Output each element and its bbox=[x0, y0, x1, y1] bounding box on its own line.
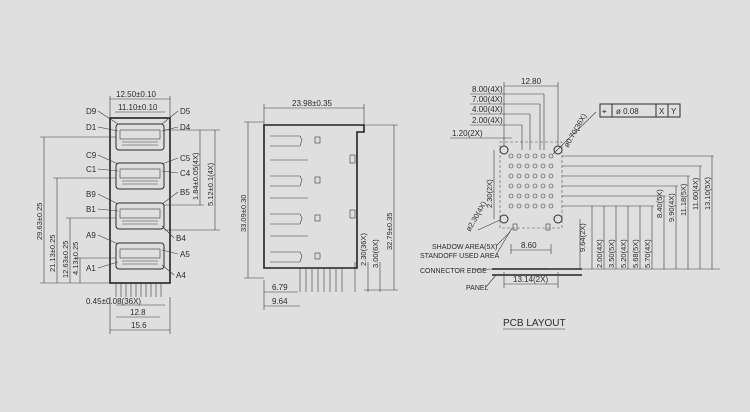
side-view-pins bbox=[299, 262, 356, 292]
side-dim-peg-length: 3.00(6X) bbox=[371, 239, 380, 268]
pcb-tolerance-value: ø 0.08 bbox=[616, 107, 639, 116]
pin-label-b5: B5 bbox=[180, 188, 190, 197]
pin-label-a1: A1 bbox=[86, 264, 96, 273]
front-dim-pin-width: 0.45±0.08(36X) bbox=[86, 297, 141, 306]
pcb-shadow-area bbox=[499, 141, 563, 229]
side-dim-depth: 23.98±0.35 bbox=[292, 99, 333, 108]
pcb-tolerance-ref-y: Y bbox=[671, 107, 677, 116]
pcb-dim-13-10: 13.10(5X) bbox=[703, 177, 712, 210]
front-dim-port-height: 5.12±0.1(4X) bbox=[206, 162, 215, 206]
pcb-dim-peg-diameter: ø2.30(4X) bbox=[464, 199, 489, 233]
pin-label-b9: B9 bbox=[86, 190, 96, 199]
pcb-layout-title: PCB LAYOUT bbox=[503, 318, 566, 329]
pin-label-c5: C5 bbox=[180, 154, 191, 163]
pcb-dim-11-60: 11.60(4X) bbox=[691, 177, 700, 210]
pcb-dim-9-90: 9.90(4X) bbox=[667, 193, 676, 222]
side-dim-pin-offset: 9.64 bbox=[272, 297, 288, 306]
pcb-dim-5-20: 5.20(4X) bbox=[619, 239, 628, 268]
side-dim-pin-length: 2.30(36X) bbox=[359, 233, 368, 266]
pin-label-a5: A5 bbox=[180, 250, 190, 259]
pcb-dim-9-64: 9.64(2X) bbox=[578, 223, 587, 252]
pcb-dim-8-40: 8.40(5X) bbox=[655, 189, 664, 218]
pcb-dim-8-60: 8.60 bbox=[521, 241, 537, 250]
front-dim-width-inner: 11.10±0.10 bbox=[118, 103, 158, 112]
front-port-a bbox=[115, 242, 165, 270]
front-view-body bbox=[109, 117, 171, 284]
pin-label-d1: D1 bbox=[86, 123, 97, 132]
pin-label-d9: D9 bbox=[86, 107, 97, 116]
front-dim-pitch: 1.84±0.05(4X) bbox=[191, 152, 200, 200]
front-dim-total-width: 15.6 bbox=[131, 321, 147, 330]
label-standoff-area: STANDOFF USED AREA bbox=[420, 253, 500, 260]
side-view: 23.98±0.35 33.09±0.30 32.79±0.35 2.30(36… bbox=[239, 99, 398, 310]
position-tolerance-icon: ⌖ bbox=[602, 107, 607, 116]
pcb-dim-7-00: 7.00(4X) bbox=[472, 95, 503, 104]
pcb-hole-grid bbox=[508, 153, 554, 209]
side-view-contacts bbox=[270, 135, 356, 263]
pcb-dim-11-18: 11.18(5X) bbox=[679, 183, 688, 216]
side-view-body bbox=[263, 124, 365, 269]
pin-label-c4: C4 bbox=[180, 169, 191, 178]
front-dim-height-b: 12.63±0.25 bbox=[61, 241, 70, 278]
pcb-dim-hole-diameter: ø0.70(36X) bbox=[562, 112, 589, 149]
pcb-dim-2-00: 2.00(4X) bbox=[595, 239, 604, 268]
pcb-dim-5-68: 5.68(5X) bbox=[631, 239, 640, 268]
label-panel: PANEL bbox=[466, 285, 489, 292]
pcb-standoff-marks bbox=[512, 223, 551, 231]
front-dim-height-a: 4.13±0.25 bbox=[71, 242, 80, 275]
side-dim-peg-offset: 6.79 bbox=[272, 283, 288, 292]
front-port-b bbox=[115, 202, 165, 230]
label-connector-edge: CONNECTOR EDGE bbox=[420, 268, 487, 275]
front-dim-pin-span: 12.8 bbox=[130, 308, 146, 317]
pcb-dim-4-00: 4.00(4X) bbox=[472, 105, 503, 114]
label-shadow-area: SHADOW AREA(5X) bbox=[432, 244, 497, 251]
pcb-dim-width: 12.80 bbox=[521, 77, 542, 86]
pcb-dim-2-00: 2.00(4X) bbox=[472, 116, 503, 125]
pcb-dim-5-70: 5.70(4X) bbox=[643, 239, 652, 268]
pin-label-a4: A4 bbox=[176, 271, 186, 280]
front-view-pins bbox=[115, 283, 162, 297]
pin-label-b4: B4 bbox=[176, 234, 186, 243]
front-dim-height-c: 21.13±0.25 bbox=[48, 235, 57, 272]
pcb-tolerance-ref-x: X bbox=[659, 107, 665, 116]
pin-label-c1: C1 bbox=[86, 165, 97, 174]
pcb-dim-1-20: 1.20(2X) bbox=[452, 129, 483, 138]
pcb-layout: 12.80 8.00(4X) 7.00(4X) 4.00(4X) 2.00(4X… bbox=[420, 77, 720, 330]
front-port-d bbox=[115, 123, 165, 151]
pin-label-b1: B1 bbox=[86, 205, 96, 214]
pin-label-d5: D5 bbox=[180, 107, 191, 116]
pin-label-c9: C9 bbox=[86, 151, 97, 160]
side-dim-total-height: 32.79±0.35 bbox=[385, 213, 394, 250]
pin-label-d4: D4 bbox=[180, 123, 191, 132]
front-dim-width-outer: 12.50±0.10 bbox=[116, 90, 157, 99]
pcb-dim-13-14: 13.14(2X) bbox=[513, 275, 548, 284]
pcb-dim-8-00: 8.00(4X) bbox=[472, 85, 503, 94]
pin-label-a9: A9 bbox=[86, 231, 96, 240]
front-port-c bbox=[115, 162, 165, 190]
pcb-dim-3-50: 3.50(5X) bbox=[607, 239, 616, 268]
front-view: 12.50±0.10 11.10±0.10 D9 D1 C9 C1 B9 B1 … bbox=[35, 90, 220, 334]
pcb-dim-2-30: 2.30(2X) bbox=[485, 179, 494, 208]
front-dim-height-d: 29.63±0.25 bbox=[35, 203, 44, 240]
pcb-tolerance-frame: ⌖ ø 0.08 X Y bbox=[599, 103, 681, 118]
side-dim-height: 33.09±0.30 bbox=[239, 195, 248, 232]
